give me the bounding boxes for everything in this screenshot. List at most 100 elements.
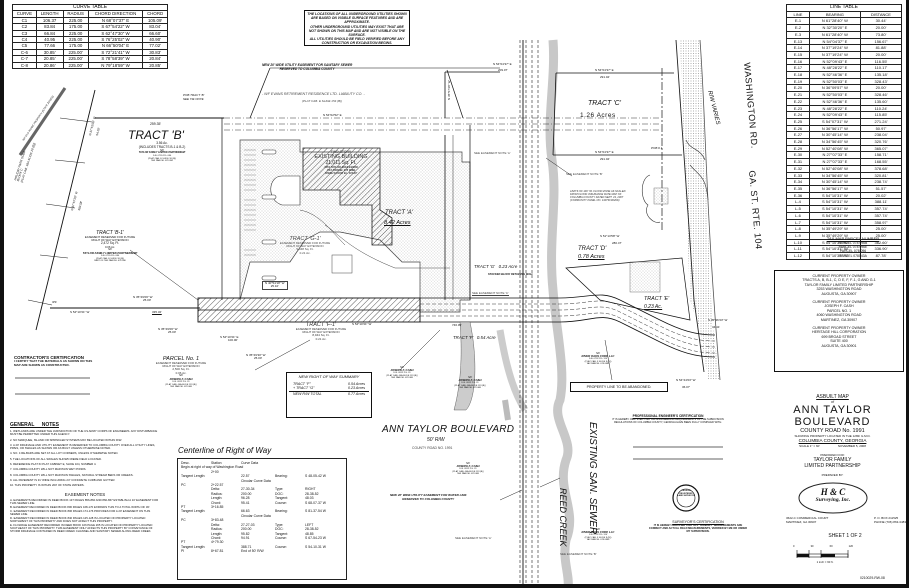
tract-c-area: 1.26 Acres <box>580 112 616 119</box>
centerline-row: Begin at right of way of Washington Road <box>181 465 343 469</box>
line-cell: N 32°30'20" E <box>808 24 861 32</box>
tract-b1-desc: 0.06 Ac. <box>104 245 116 249</box>
centerline-cell: Delta: <box>211 487 220 492</box>
line-cell: N 27°07'33" E <box>808 151 861 160</box>
col-distance: DISTANCE <box>859 10 903 19</box>
ann-taylor-county-road: COUNTY ROAD NO. 1991 <box>412 446 453 450</box>
line-cell: N 52°46'36" E <box>808 97 861 106</box>
line-cell: E-25 <box>786 117 810 126</box>
owner-line: N/F <box>596 528 600 531</box>
owner-line: 4060 WASHINGTON ROAD <box>816 313 862 318</box>
seal-text: LAND SURVEYOR <box>677 495 695 498</box>
building-line: EXISTING BUILDING <box>314 154 368 160</box>
prepared-by-label: PREPARED BY: <box>821 473 844 478</box>
line-cell: 158.71' <box>859 151 903 160</box>
engineer-cert-text: IT IS HEREBY CERTIFIED THAT ALL ENGINEER… <box>612 418 724 424</box>
tract-b-top-dist: 259.35' <box>150 122 162 126</box>
curve-cell: 77.02' <box>142 42 168 50</box>
owner-line: JOSEPH F. CASH <box>169 377 193 382</box>
contractor-certification: CONTRACTOR'S CERTIFICATION I CERTIFY THA… <box>14 355 94 367</box>
line-cell: 30.44' <box>859 17 903 26</box>
line-cell: N 61°28'40" W <box>808 17 861 26</box>
line-cell: 357.74' <box>859 205 903 213</box>
tract-e-area: 0.23 Ac. <box>644 304 663 310</box>
prepared-for-label: PREPARED FOR: <box>820 453 845 458</box>
owner-line: TAX PARCEL 078 096 <box>151 160 173 163</box>
line-cell: S 54°10'31" W <box>808 191 861 200</box>
line-cell: N 36°56'17" W <box>808 124 861 133</box>
centerline-cell: Circular Curve Data <box>241 478 271 483</box>
existing-building-label: TWO STORY EXISTING BUILDING 21,011 Sq. F… <box>305 150 377 175</box>
bearing-label: N 54°04'37" E <box>595 150 614 154</box>
owner-line: N/F <box>179 374 183 378</box>
flood-note-line: (COMMUNITY PANEL NO. 13073C0026D) <box>570 199 620 203</box>
firm-address-line: P. O. BOX 211525 <box>873 516 899 520</box>
distance-label: 25.00' <box>168 330 177 335</box>
col-chord: CHORD <box>142 10 168 18</box>
centerline-cell: S 68-07-37 W <box>305 500 326 505</box>
centerline-cell: 48.85 <box>305 531 314 536</box>
tax-parcel: PARCEL 078043A <box>839 253 867 258</box>
owner-line: (PLAT CAB. E SLIDE 18 (B)) <box>96 257 124 260</box>
cash-owner-1: N/F JOSEPH F. CASH D.B. 0912 PG. 31 (PLA… <box>372 366 432 380</box>
centerline-cell: 48.03 <box>305 496 314 501</box>
centerline-cell: 200.00 <box>241 527 252 532</box>
curve-cell: 175.00 <box>62 42 89 50</box>
centerline-cell: 94.91 <box>241 535 250 540</box>
owner-line: D.B. 0792 PG. 314 <box>588 534 608 536</box>
tract-g1-desc: EASEMENT RESERVED FOR FUTURE <box>279 241 331 245</box>
por-tract-b-line: POB TRACT 'B' <box>183 93 205 97</box>
line-cell: L-10 <box>786 238 810 247</box>
line-cell: E-19 <box>786 77 810 86</box>
general-notes-title: GENERAL NOTES <box>10 422 59 428</box>
curve-table: CURVE TABLE CURVE LENGTH RADIUS CHORD DI… <box>12 3 168 70</box>
owner-line: D.B. 0912 PG. 31 <box>461 382 479 384</box>
centerline-cell: PC <box>181 518 186 523</box>
bearing-f2: N 35°49'30" W 25.00' <box>246 353 266 361</box>
line-cell: 135.60' <box>859 97 903 106</box>
centerline-cell: 2+00 <box>211 469 219 474</box>
centerline-cell: 3+16.85 <box>211 505 224 510</box>
centerline-cell: PI <box>181 549 185 554</box>
easement-notes-list: A. EASEMENTS RECORDED IN DEED BOOK 137 P… <box>10 498 160 534</box>
flood-note-line: COLUMBIA COUNTY DATED SEPT. 19, 2007 <box>570 196 624 200</box>
curve-cell: C2 <box>12 23 37 31</box>
line-cell: S 54°10'31" W <box>808 211 861 220</box>
line-cell: N 52°46'36" E <box>808 71 861 79</box>
owner-line: AUGUSTA, GA 30907 <box>821 291 857 296</box>
bearing-label: N 40°54'18" W <box>265 281 285 285</box>
surveyor-certification: SURVEYOR'S CERTIFICATION IT IS HEREBY CE… <box>648 520 748 533</box>
tax-map-title: TAX MAP PARCEL NUMBER <box>826 236 880 241</box>
owner-line: SUITE 400 <box>830 339 848 344</box>
curve-cell: 30.83' <box>142 48 168 57</box>
distance-label: 36.07' <box>682 385 691 389</box>
line-cell: L-5 <box>786 205 810 213</box>
map-type-label: ASBUILT MAP <box>816 394 849 400</box>
line-cell: N 30°45'14" W <box>808 178 861 186</box>
owner-line: AUGUSTA, GA 30901 <box>821 343 857 348</box>
flood-note-line: LIMITS OF 100 YR. FLOOD ZONE AS SCALED <box>570 190 626 193</box>
utility-notice-box: THE LOCATIONS OF ALL UNDERGROUND UTILITI… <box>304 10 410 46</box>
see-easement-note-c: SEE EASEMENT NOTE 'C' <box>472 291 509 297</box>
centerline-title: Centerline of Right of Way <box>178 446 272 455</box>
tract-d-label: TRACT 'D' <box>578 246 607 252</box>
curve-cell: 20.86' <box>35 61 64 70</box>
sewer-easement-line: RESERVED TO COLUMBIA COUNTY <box>279 66 335 71</box>
centerline-cell: 2+22.57 <box>211 483 224 488</box>
general-note: 3. A 20' DRAINAGE AND UTILITY EASEMENT I… <box>10 442 156 451</box>
bearing-label: N 54°04'37" E <box>493 62 512 66</box>
row-summary-value: 0.23 Acres <box>347 386 365 391</box>
contractor-cert-text: I CERTIFY THAT THE MATERIALS AS SHOWN ON… <box>14 359 93 367</box>
